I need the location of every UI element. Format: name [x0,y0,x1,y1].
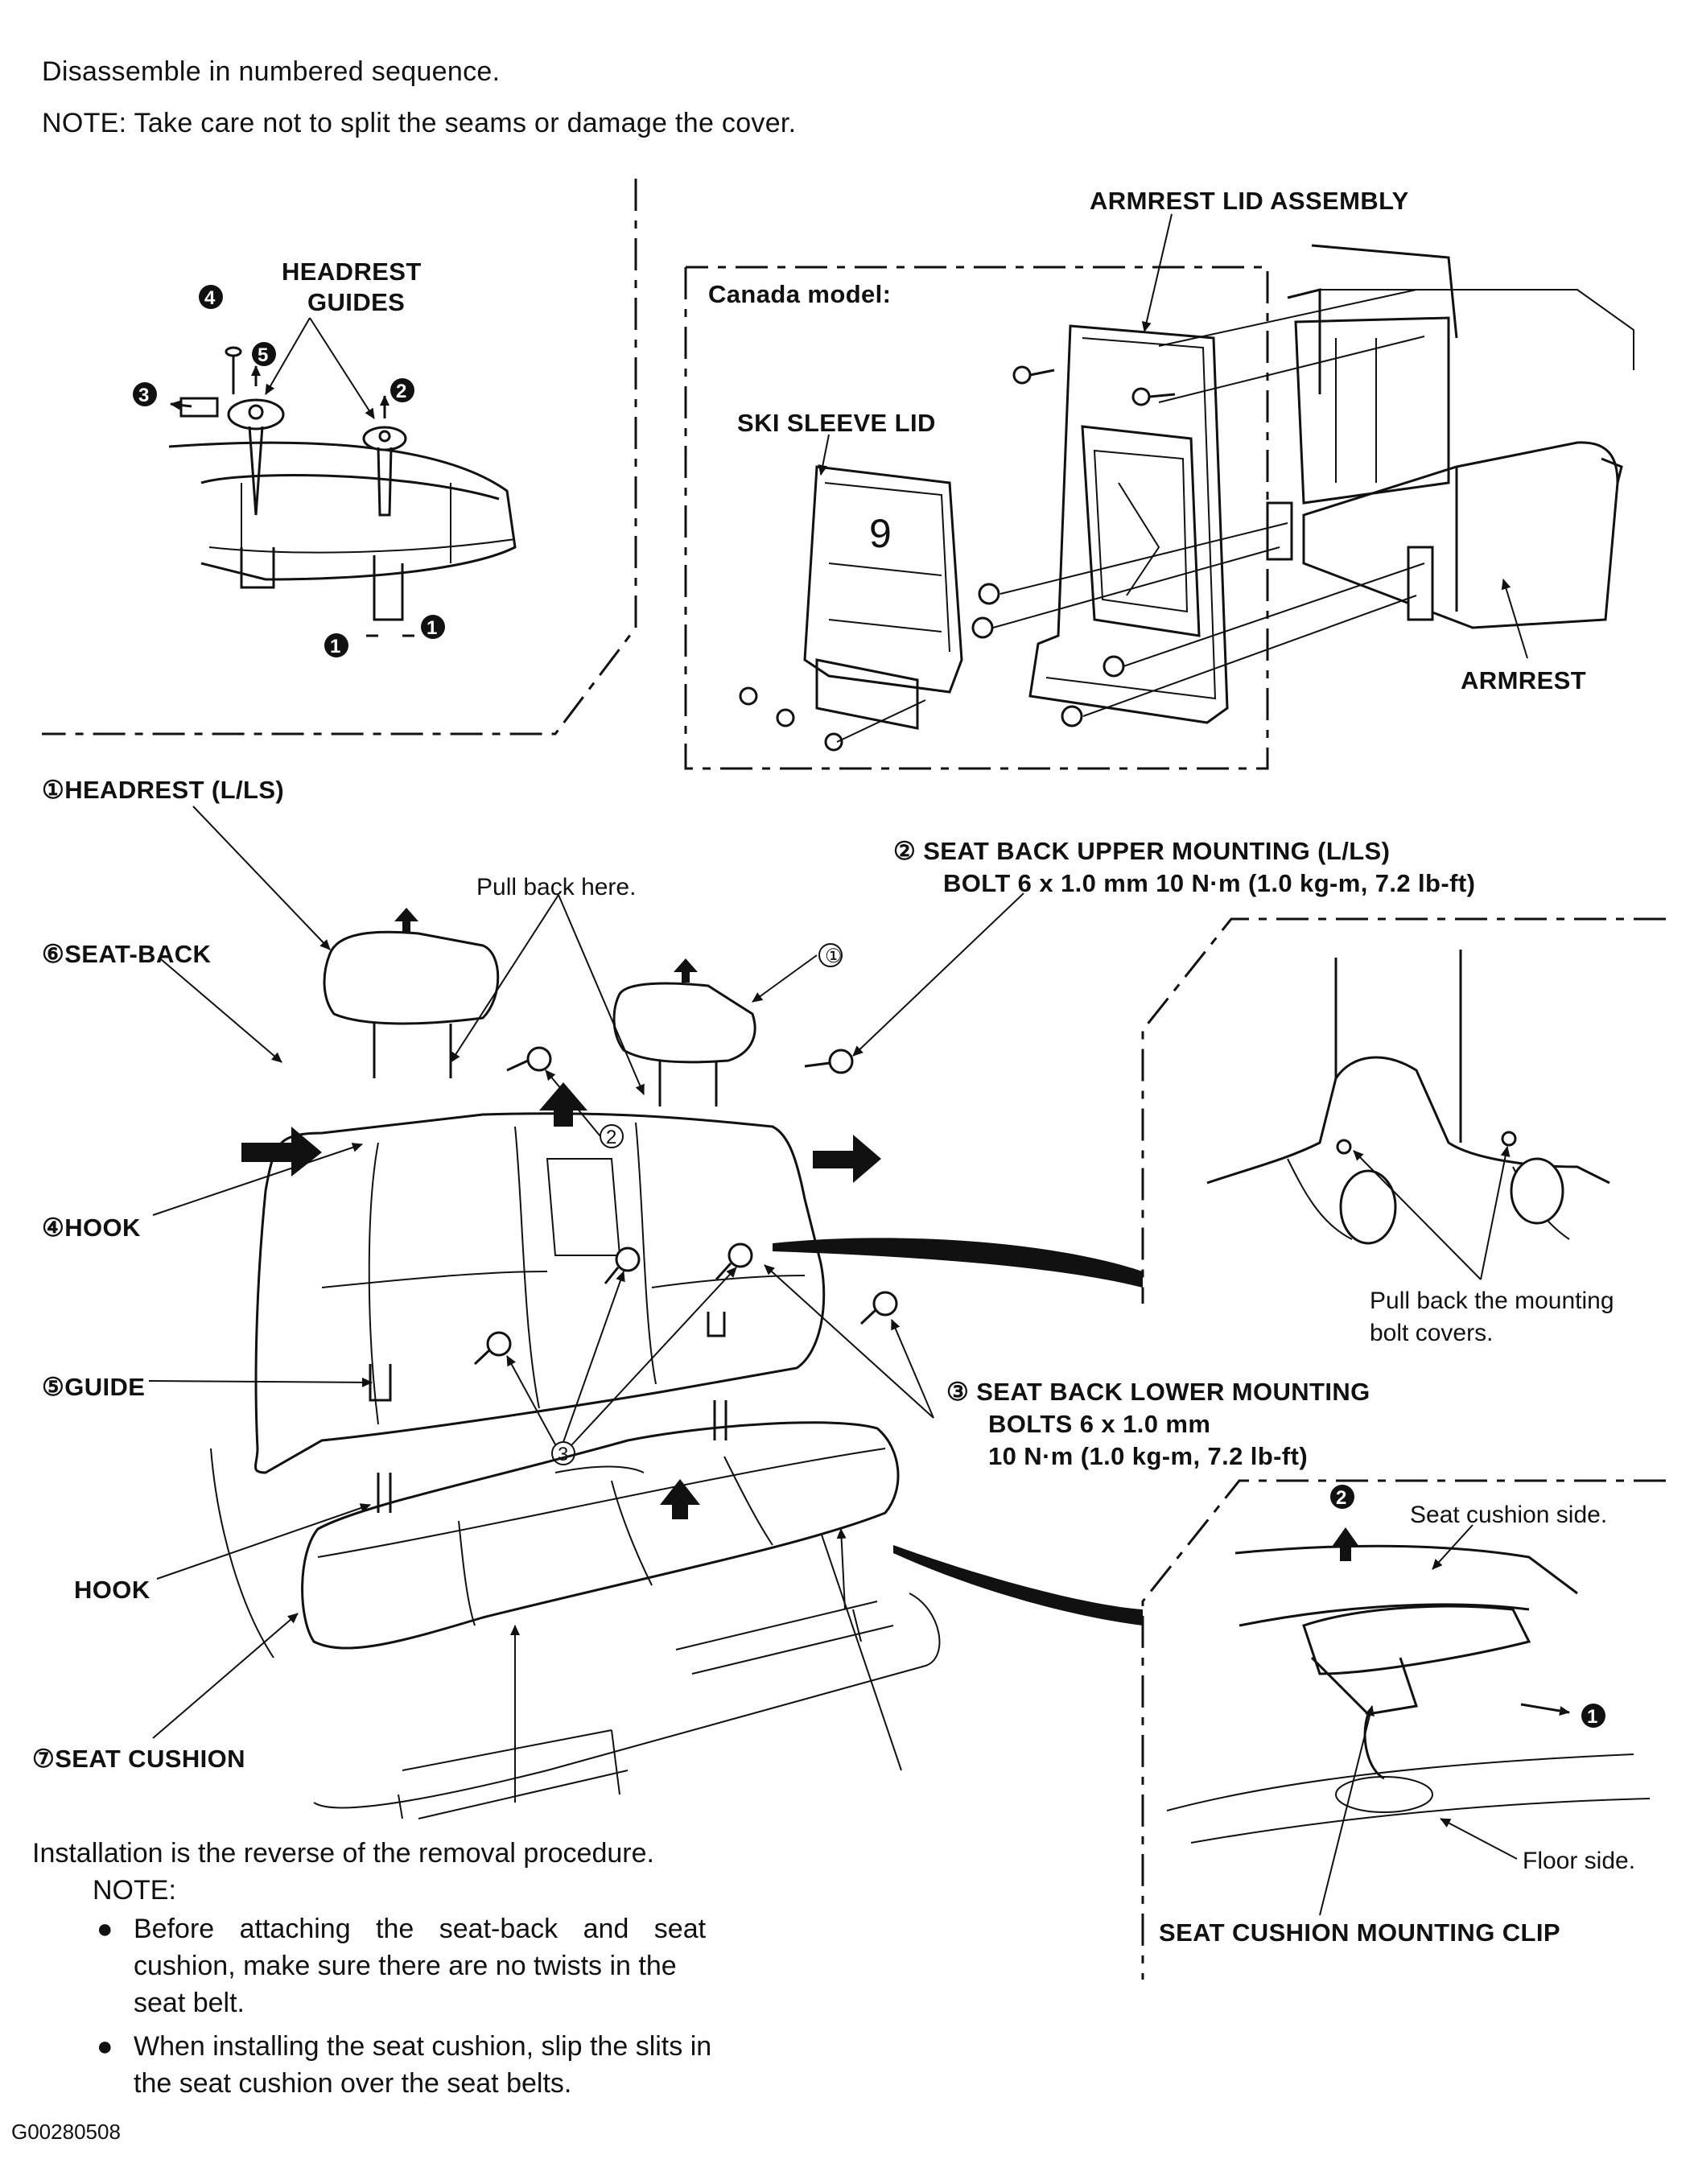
bolt-cover-caption-2: bolt covers. [1370,1320,1494,1346]
headrest-callout: ①HEADREST (L/LS) [42,776,285,804]
step-1-marker: 1 [427,617,437,639]
ski-sleeve-lid-label: SKI SLEEVE LID [737,409,936,437]
installation-note-label: NOTE: [93,1875,176,1906]
pull-back-here-text: Pull back here. [476,874,637,900]
headrest-panel-border [42,179,637,736]
armrest-lid-assembly-label: ARMREST LID ASSEMBLY [1090,187,1409,215]
bolt-cover-caption: Pull back the mounting [1370,1288,1614,1314]
lift-arrow-cushion [660,1479,700,1519]
bullet-dot: ● [97,1914,113,1944]
installation-intro: Installation is the reverse of the remov… [32,1838,654,1869]
mark-2: 2 [606,1127,616,1148]
upper-mounting-label: ② SEAT BACK UPPER MOUNTING (L/LS) [893,837,1391,865]
lower-mounting-label: ③ SEAT BACK LOWER MOUNTING [946,1378,1370,1406]
caution-note: NOTE: Take care not to split the seams o… [42,108,797,138]
hook-lower-callout: HOOK [74,1576,150,1604]
step-1-marker: 1 [330,636,340,657]
headrest-guides-label-2: GUIDES [307,288,406,316]
bullet-dot: ● [97,2031,113,2062]
bolt-cover-detail-art [1206,950,1610,1280]
rear-seat-main-art: ① 2 3 [148,806,1143,1819]
push-arrow-right [813,1135,881,1183]
screw-icon [739,365,1176,752]
hook-upper-callout: ④HOOK [42,1214,141,1242]
clip-step-1-marker: 1 [1587,1706,1597,1728]
step-2-marker: 2 [396,381,406,402]
canada-model-label: Canada model: [708,280,892,308]
svg-text:9: 9 [869,511,892,556]
mounting-clip-detail-art: 2 1 [1166,1485,1651,1916]
canada-model-box [684,266,1269,770]
bullet-1-line-1: Before attaching the seat-back and seat [134,1914,707,1944]
lift-arrow-seatback [539,1082,587,1127]
lower-mounting-spec: BOLTS 6 x 1.0 mm [988,1410,1211,1438]
headrest-guides-label: HEADREST [282,258,422,286]
seat-back-callout: ⑥SEAT-BACK [42,940,212,968]
headrest-guides-art: 4 5 3 2 1 1 [133,285,517,657]
mark-3: 3 [558,1444,568,1465]
step-4-marker: 4 [204,287,216,309]
floor-side-text: Floor side. [1523,1848,1636,1874]
bullet-2-line-1: When installing the seat cushion, slip t… [134,2031,712,2062]
lower-mounting-torque: 10 N·m (1.0 kg-m, 7.2 lb-ft) [988,1442,1309,1470]
armrest-label: ARMREST [1461,666,1587,694]
seat-cushion-callout: ⑦SEAT CUSHION [32,1745,245,1773]
clip-step-2-marker: 2 [1336,1487,1346,1509]
upper-detail-border [1141,917,1666,1304]
armrest-art: 9 [739,213,1634,752]
step-3-marker: 3 [138,385,149,406]
bolt-icon [473,1046,898,1366]
guide-callout: ⑤GUIDE [42,1373,146,1401]
lower-detail-border [1141,1479,1666,1980]
seat-cushion-side-text: Seat cushion side. [1410,1502,1608,1528]
mounting-clip-label: SEAT CUSHION MOUNTING CLIP [1159,1918,1560,1947]
figure-id: G00280508 [11,2120,121,2144]
mark-1: ① [825,946,843,967]
bullet-2-line-2: the seat cushion over the seat belts. [134,2068,572,2099]
step-5-marker: 5 [258,344,268,366]
bullet-1-line-2: cushion, make sure there are no twists i… [134,1951,677,1981]
upper-mounting-spec: BOLT 6 x 1.0 mm 10 N·m (1.0 kg-m, 7.2 lb… [943,869,1476,897]
bullet-1-line-3: seat belt. [134,1988,245,2018]
instruction-line: Disassemble in numbered sequence. [42,56,501,87]
